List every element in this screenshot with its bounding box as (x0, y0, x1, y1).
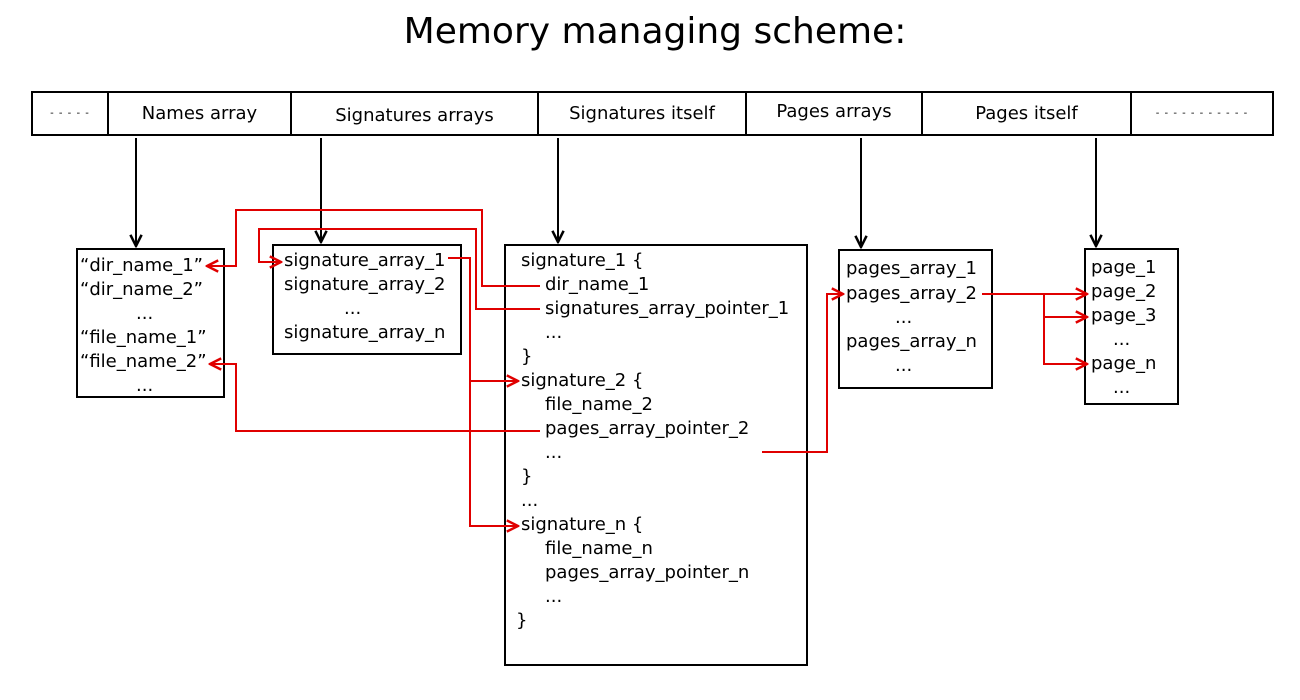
signature-field: file_name_n (545, 538, 653, 559)
name-entry: “file_name_1” (80, 327, 207, 348)
strip-cell-pages-itself: Pages itself (921, 91, 1132, 136)
signature-field-ellipsis: ... (545, 586, 563, 607)
pointer-file-name-2 (210, 364, 540, 432)
diagram-title: Memory managing scheme: (403, 11, 907, 52)
strip-cell-leading-dots: - - - - - (31, 91, 109, 136)
signature-arrays-box (272, 244, 462, 355)
signature-field: pages_array_pointer_n (545, 562, 750, 583)
page-entry: page_2 (1091, 281, 1157, 302)
pointer-array-to-signature-2 (448, 257, 518, 381)
signature-array-ellipsis: ... (344, 298, 362, 319)
page-ellipsis: ... (1113, 377, 1131, 398)
signature-field: pages_array_pointer_2 (545, 418, 750, 439)
signature-2-open: signature_2 { (521, 370, 644, 391)
signature-array-entry: signature_array_2 (284, 274, 446, 295)
names-array-box (76, 248, 225, 398)
pages-array-entry: pages_array_n (846, 331, 977, 352)
signature-array-entry: signature_array_1 (284, 250, 446, 271)
signature-field: signatures_array_pointer_1 (545, 298, 790, 319)
pages-array-ellipsis: ... (895, 307, 913, 328)
pointer-array-to-signature-n (469, 381, 518, 526)
pointer-pages-array-2 (762, 294, 843, 453)
strip-cell-signatures-arrays: Signatures arrays (290, 91, 539, 136)
page-entry: page_n (1091, 353, 1157, 374)
pages-array-entry: pages_array_2 (846, 283, 977, 304)
name-entry: “file_name_2” (80, 351, 207, 372)
pages-box (1084, 248, 1179, 405)
pages-array-ellipsis: ... (895, 355, 913, 376)
page-ellipsis: ... (1113, 329, 1131, 350)
signature-2-close: } (521, 466, 533, 487)
pointer-page-3 (1043, 294, 1087, 317)
name-entry: “dir_name_1” (80, 255, 203, 276)
pointer-dir-name-1 (207, 209, 540, 287)
pages-array-entry: pages_array_1 (846, 258, 977, 279)
pointer-signatures-array-1 (258, 228, 540, 310)
signature-field: file_name_2 (545, 394, 653, 415)
signature-array-entry: signature_array_n (284, 322, 446, 343)
strip-cell-trailing-dots: - - - - - - - - - - - (1130, 91, 1274, 136)
strip-cell-signatures-itself: Signatures itself (537, 91, 747, 136)
page-entry: page_3 (1091, 305, 1157, 326)
strip-cell-pages-arrays: Pages arrays (745, 91, 923, 136)
signatures-box (504, 244, 808, 666)
signature-field-ellipsis: ... (545, 442, 563, 463)
pointer-page-n (1043, 317, 1087, 364)
signature-1-open: signature_1 { (521, 250, 644, 271)
signature-n-close: } (516, 610, 528, 631)
pages-arrays-box (838, 249, 993, 389)
signature-field: dir_name_1 (545, 274, 650, 295)
name-entry: “dir_name_2” (80, 279, 203, 300)
signature-n-open: signature_n { (521, 514, 644, 535)
signatures-ellipsis: ... (521, 490, 539, 511)
page-entry: page_1 (1091, 257, 1157, 278)
signature-field-ellipsis: ... (545, 322, 563, 343)
name-entry-ellipsis: ... (136, 303, 154, 324)
signature-1-close: } (521, 346, 533, 367)
name-entry-ellipsis: ... (136, 375, 154, 396)
